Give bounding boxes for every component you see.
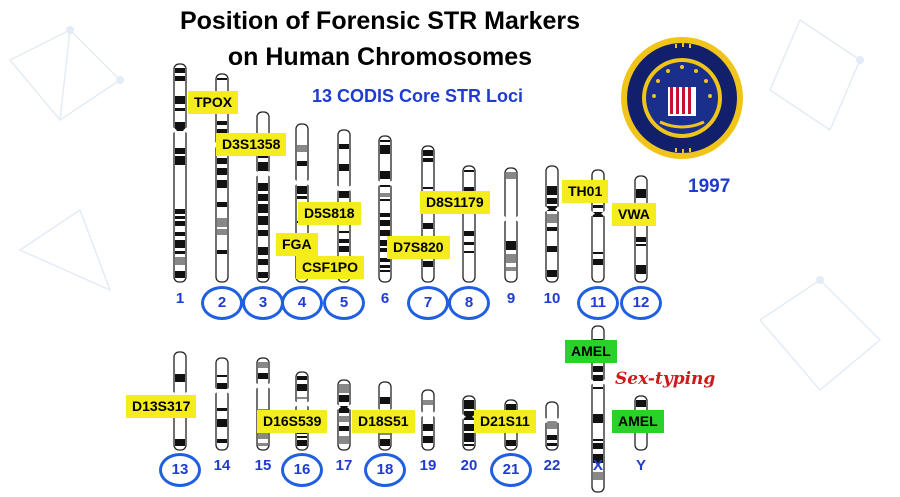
chromosome-number-4: 4	[281, 286, 323, 320]
chromosome-number-16: 16	[281, 453, 323, 487]
year-label: 1997	[688, 176, 731, 197]
marker-d3s1358: D3S1358	[216, 133, 287, 156]
marker-d8s1179: D8S1179	[420, 191, 490, 214]
chromosome-number-22: 22	[543, 457, 561, 474]
page-title-line1: Position of Forensic STR Markers	[179, 7, 581, 35]
chromosome-number-21: 21	[490, 453, 532, 487]
chromosome-15	[256, 357, 270, 451]
fbi-seal-icon	[621, 37, 743, 159]
chromosome-number-14: 14	[213, 457, 231, 474]
chromosome-8	[462, 165, 476, 283]
chromosome-number-8: 8	[448, 286, 490, 320]
sex-typing-label: Sex-typing	[615, 369, 716, 389]
chromosome-9	[504, 167, 518, 283]
marker-th01: TH01	[562, 180, 609, 203]
chromosome-number-18: 18	[364, 453, 406, 487]
page-title-line2: on Human Chromosomes	[227, 43, 533, 71]
subtitle: 13 CODIS Core STR Loci	[312, 86, 524, 106]
chromosome-number-7: 7	[407, 286, 449, 320]
marker-d13s317: D13S317	[126, 395, 197, 418]
chromosome-number-20: 20	[460, 457, 478, 474]
marker-csf1po: CSF1PO	[296, 256, 365, 279]
chromosome-7	[421, 145, 435, 283]
chromosome-6	[378, 135, 392, 283]
marker-fga: FGA	[276, 233, 318, 256]
chromosome-22	[545, 401, 559, 451]
chromosome-number-19: 19	[419, 457, 437, 474]
chromosome-number-5: 5	[323, 286, 365, 320]
chromosome-12	[634, 175, 648, 283]
marker-tpox: TPOX	[188, 91, 239, 114]
chromosome-number-15: 15	[254, 457, 272, 474]
chromosome-number-2: 2	[201, 286, 243, 320]
marker-d5s818: D5S818	[298, 202, 361, 225]
chromosome-1	[173, 63, 187, 283]
marker-d21s11: D21S11	[474, 410, 536, 433]
chromosome-14	[215, 357, 229, 451]
chromosome-17	[337, 379, 351, 451]
chromosome-number-12: 12	[620, 286, 662, 320]
chromosome-number-9: 9	[506, 290, 516, 307]
chromosome-number-3: 3	[242, 286, 284, 320]
marker-amel-y: AMEL	[612, 410, 664, 433]
marker-amel-x: AMEL	[565, 340, 617, 363]
marker-d18s51: D18S51	[352, 410, 415, 433]
chromosome-10	[545, 165, 559, 283]
chromosome-number-6: 6	[380, 290, 390, 307]
marker-d7s820: D7S820	[387, 236, 450, 259]
chromosome-number-x: X	[592, 457, 603, 474]
marker-d16s539: D16S539	[257, 410, 328, 433]
chromosome-number-10: 10	[543, 290, 561, 307]
marker-vwa: VWA	[612, 203, 656, 226]
chromosome-number-1: 1	[175, 290, 185, 307]
chromosome-number-11: 11	[577, 286, 619, 320]
chromosome-number-13: 13	[159, 453, 201, 487]
chromosome-19	[421, 389, 435, 451]
chromosome-number-17: 17	[335, 457, 353, 474]
chromosome-number-y: Y	[635, 457, 646, 474]
